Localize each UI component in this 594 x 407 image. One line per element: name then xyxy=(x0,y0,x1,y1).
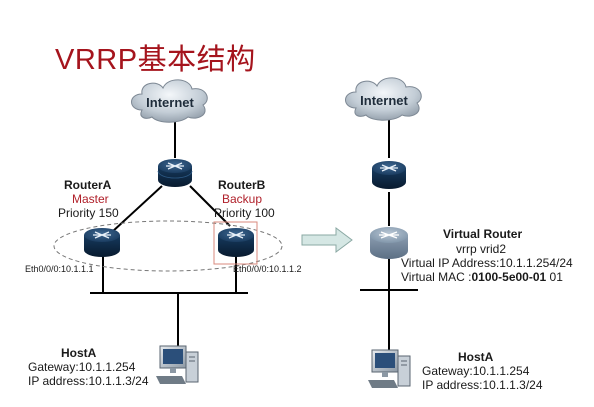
router-icon xyxy=(157,159,193,187)
backup-router-highlight xyxy=(213,221,258,265)
router-a-role: Master xyxy=(72,192,109,206)
router-b-priority: Priority 100 xyxy=(214,206,275,220)
host-left-ip: IP address:10.1.1.3/24 xyxy=(28,374,149,388)
internet-cloud-icon xyxy=(345,77,422,121)
virtual-router-name: Virtual Router xyxy=(443,227,523,241)
vmac-prefix: Virtual MAC : xyxy=(401,270,472,284)
internet-cloud-icon xyxy=(131,79,208,123)
virtual-router-vmac: Virtual MAC :0100-5e00-01 01 xyxy=(401,270,563,284)
host-left-gateway: Gateway:10.1.1.254 xyxy=(28,360,136,374)
router-icon xyxy=(372,161,406,189)
router-b-role: Backup xyxy=(222,192,263,206)
router-b-icon xyxy=(218,228,254,257)
vmac-bold: 0100-5e00-01 xyxy=(471,270,547,284)
virtual-router-vrid: vrrp vrid2 xyxy=(456,242,507,256)
router-b-name: RouterB xyxy=(218,178,266,192)
host-right-name: HostA xyxy=(458,350,494,364)
host-pc-icon xyxy=(368,349,411,388)
page-title: VRRP基本结构 xyxy=(55,44,256,76)
link-core-router-a xyxy=(111,185,163,233)
host-right-ip: IP address:10.1.1.3/24 xyxy=(422,378,543,392)
virtual-router-vip: Virtual IP Address:10.1.1.254/24 xyxy=(401,256,573,270)
host-pc-icon xyxy=(156,345,199,384)
transition-arrow xyxy=(301,227,353,253)
router-a-name: RouterA xyxy=(64,178,112,192)
router-a-priority: Priority 150 xyxy=(58,206,119,220)
host-left-name: HostA xyxy=(61,346,97,360)
router-a-interface: Eth0/0/0:10.1.1.1 xyxy=(25,264,94,274)
internet-cloud-label: Internet xyxy=(146,95,194,110)
vrrp-group-ellipse xyxy=(53,220,283,272)
link-core-router-b xyxy=(189,185,231,227)
router-a-icon xyxy=(84,228,120,257)
router-b-interface: Eth0/0/0:10.1.1.2 xyxy=(233,264,302,274)
internet-cloud-label: Internet xyxy=(360,93,408,108)
virtual-router-icon xyxy=(370,227,408,259)
vmac-suffix: 01 xyxy=(546,270,563,284)
host-right-gateway: Gateway:10.1.1.254 xyxy=(422,364,530,378)
